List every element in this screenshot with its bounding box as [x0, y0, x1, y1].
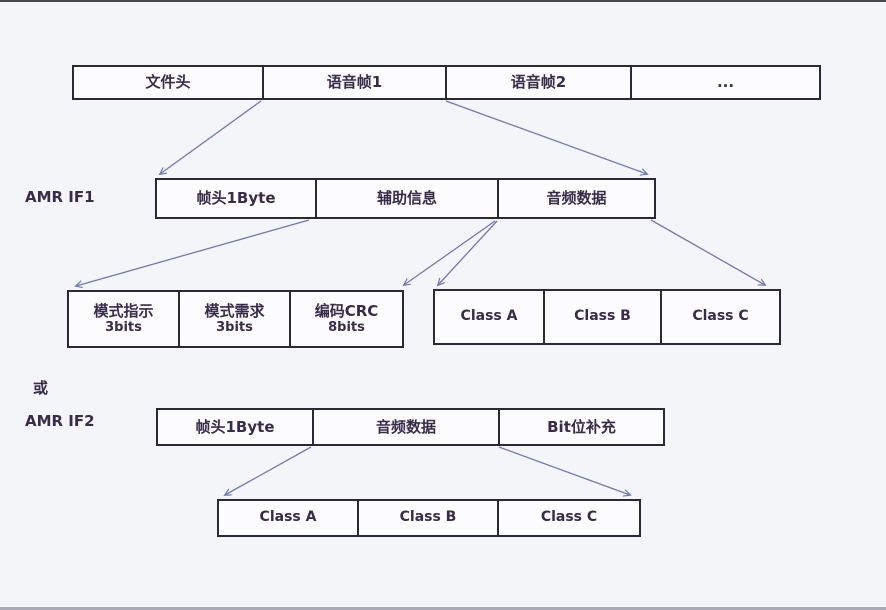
cell-file-header-label: 文件头: [145, 73, 191, 92]
or-label: 或: [33, 379, 49, 397]
cell-coding-crc-size: 8bits: [328, 320, 365, 336]
cell-mode-request-name: 模式需求: [204, 301, 265, 320]
cell-voice-frame-1-label: 语音帧1: [326, 73, 383, 92]
if2-side-label: AMR IF2: [25, 412, 95, 430]
cell-if1-audio-data: 音频数据: [499, 180, 654, 217]
cell-if2-class-b: Class B: [359, 501, 499, 535]
cell-if2-bit-padding-label: Bit位补充: [547, 417, 616, 436]
cell-if2-frame-header: 帧头1Byte: [158, 410, 314, 444]
cell-if1-audio-data-label: 音频数据: [546, 189, 607, 208]
cell-if1-aux-info: 辅助信息: [317, 180, 499, 217]
cell-ellipsis: ...: [632, 67, 819, 98]
cell-mode-request: 模式需求 3bits: [180, 292, 291, 346]
arrow-if1-to-header-fields-right: [404, 220, 496, 285]
file-structure-row: 文件头 语音帧1 语音帧2 ...: [72, 65, 821, 100]
cell-voice-frame-2-label: 语音帧2: [510, 73, 567, 92]
cell-mode-indication: 模式指示 3bits: [69, 292, 180, 346]
cell-if2-class-c: Class C: [499, 501, 639, 535]
if1-header-fields-row: 模式指示 3bits 模式需求 3bits 编码CRC 8bits: [67, 290, 404, 348]
cell-if1-class-a-label: Class A: [460, 308, 518, 325]
if1-side-label: AMR IF1: [25, 188, 95, 206]
cell-coding-crc: 编码CRC 8bits: [291, 292, 402, 346]
cell-voice-frame-2: 语音帧2: [447, 67, 632, 98]
cell-if2-audio-data: 音频数据: [314, 410, 500, 444]
if1-audio-classes-row: Class A Class B Class C: [433, 289, 781, 345]
arrow-if1-to-header-fields-left: [76, 219, 310, 286]
arrow-frame1-to-if1-right: [445, 100, 647, 174]
cell-if1-aux-info-label: 辅助信息: [376, 189, 437, 208]
arrow-if1-to-classes-right: [650, 219, 765, 285]
cell-if1-frame-header: 帧头1Byte: [157, 180, 317, 217]
cell-if2-class-c-label: Class C: [540, 509, 598, 526]
arrow-if1-to-classes-left: [438, 220, 498, 285]
cell-if2-bit-padding: Bit位补充: [500, 410, 663, 444]
cell-if2-class-a: Class A: [219, 501, 359, 535]
cell-mode-request-size: 3bits: [216, 320, 253, 336]
cell-voice-frame-1: 语音帧1: [264, 67, 447, 98]
cell-file-header: 文件头: [74, 67, 264, 98]
arrow-if2-to-classes-right: [498, 446, 630, 495]
if1-frame-row: 帧头1Byte 辅助信息 音频数据: [155, 178, 656, 219]
if2-frame-row: 帧头1Byte 音频数据 Bit位补充: [156, 408, 665, 446]
cell-if1-class-c-label: Class C: [692, 308, 749, 325]
cell-if1-class-c: Class C: [662, 291, 779, 343]
if2-audio-classes-row: Class A Class B Class C: [217, 499, 641, 537]
top-edge-line: [0, 0, 886, 2]
cell-coding-crc-name: 编码CRC: [314, 301, 379, 320]
cell-if1-class-b: Class B: [545, 291, 662, 343]
cell-if1-frame-header-label: 帧头1Byte: [196, 189, 276, 208]
cell-if2-class-a-label: Class A: [259, 509, 317, 526]
cell-if1-class-a: Class A: [435, 291, 545, 343]
cell-ellipsis-label: ...: [716, 73, 735, 92]
cell-if2-frame-header-label: 帧头1Byte: [195, 417, 275, 436]
cell-mode-indication-name: 模式指示: [93, 301, 154, 320]
arrow-frame1-to-if1-left: [160, 100, 262, 174]
cell-mode-indication-size: 3bits: [105, 320, 142, 336]
cell-if1-class-b-label: Class B: [574, 308, 631, 325]
arrow-if2-to-classes-left: [225, 446, 312, 495]
cell-if2-audio-data-label: 音频数据: [375, 417, 436, 436]
cell-if2-class-b-label: Class B: [399, 509, 457, 526]
bottom-edge-line: [0, 607, 886, 610]
